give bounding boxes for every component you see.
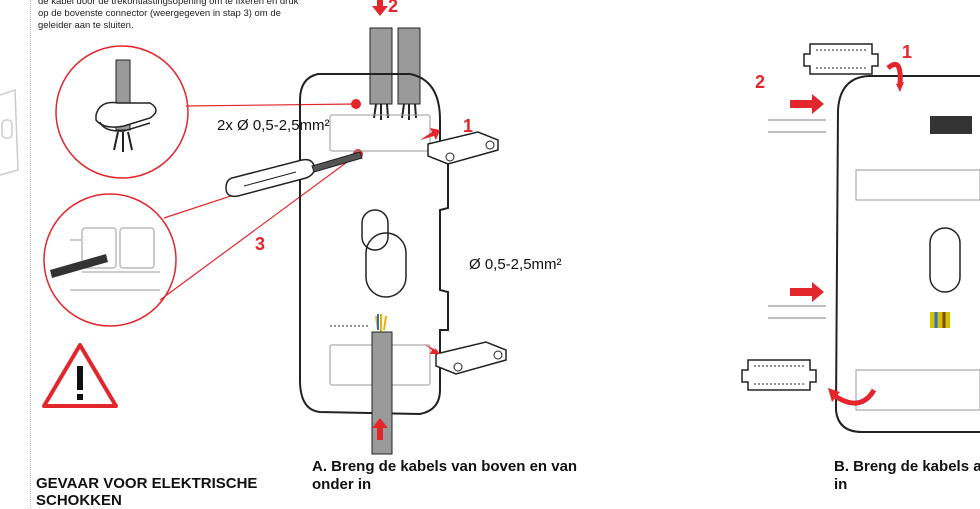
top-cables [369,27,421,120]
caption-b: B. Breng de kabels achter in [834,458,980,493]
clip-bottom [424,341,507,375]
column-divider [30,0,31,508]
arrow-bottom-b-icon [790,282,824,302]
step-number-b-2: 2 [755,72,766,92]
clip-top [420,128,499,165]
grommet-top [803,43,904,92]
wire-size-label-top: 2x Ø 0,5-2,5mm² [217,117,330,134]
step-number-top-arrow: 2 [388,0,399,16]
bottom-arrow-icon [372,418,388,440]
warning-triangle-icon [42,343,118,408]
detail-circle-connector [43,193,177,327]
warning-title: GEVAAR VOOR ELEKTRISCHE SCHOKKEN [36,475,258,509]
grommet-bottom [741,359,877,406]
top-arrow-icon [372,0,388,16]
instruction-text: de kabel door de trekontlastingsopening … [38,0,299,31]
housing-b [834,75,980,433]
faded-housing-left [0,88,19,176]
detail-circle-strain-relief [55,45,189,179]
screwdriver-icon [225,151,363,198]
step-number-clip: 1 [463,116,474,136]
leader-dot-top [351,99,361,109]
rear-cables-b [768,116,972,328]
step-number-detail: 3 [255,234,266,254]
wire-size-label-right: Ø 0,5-2,5mm² [469,256,562,273]
step-number-b-1: 1 [902,42,913,62]
caption-a: A. Breng de kabels van boven en van onde… [312,458,578,493]
arrow-top-b-icon [790,94,824,114]
